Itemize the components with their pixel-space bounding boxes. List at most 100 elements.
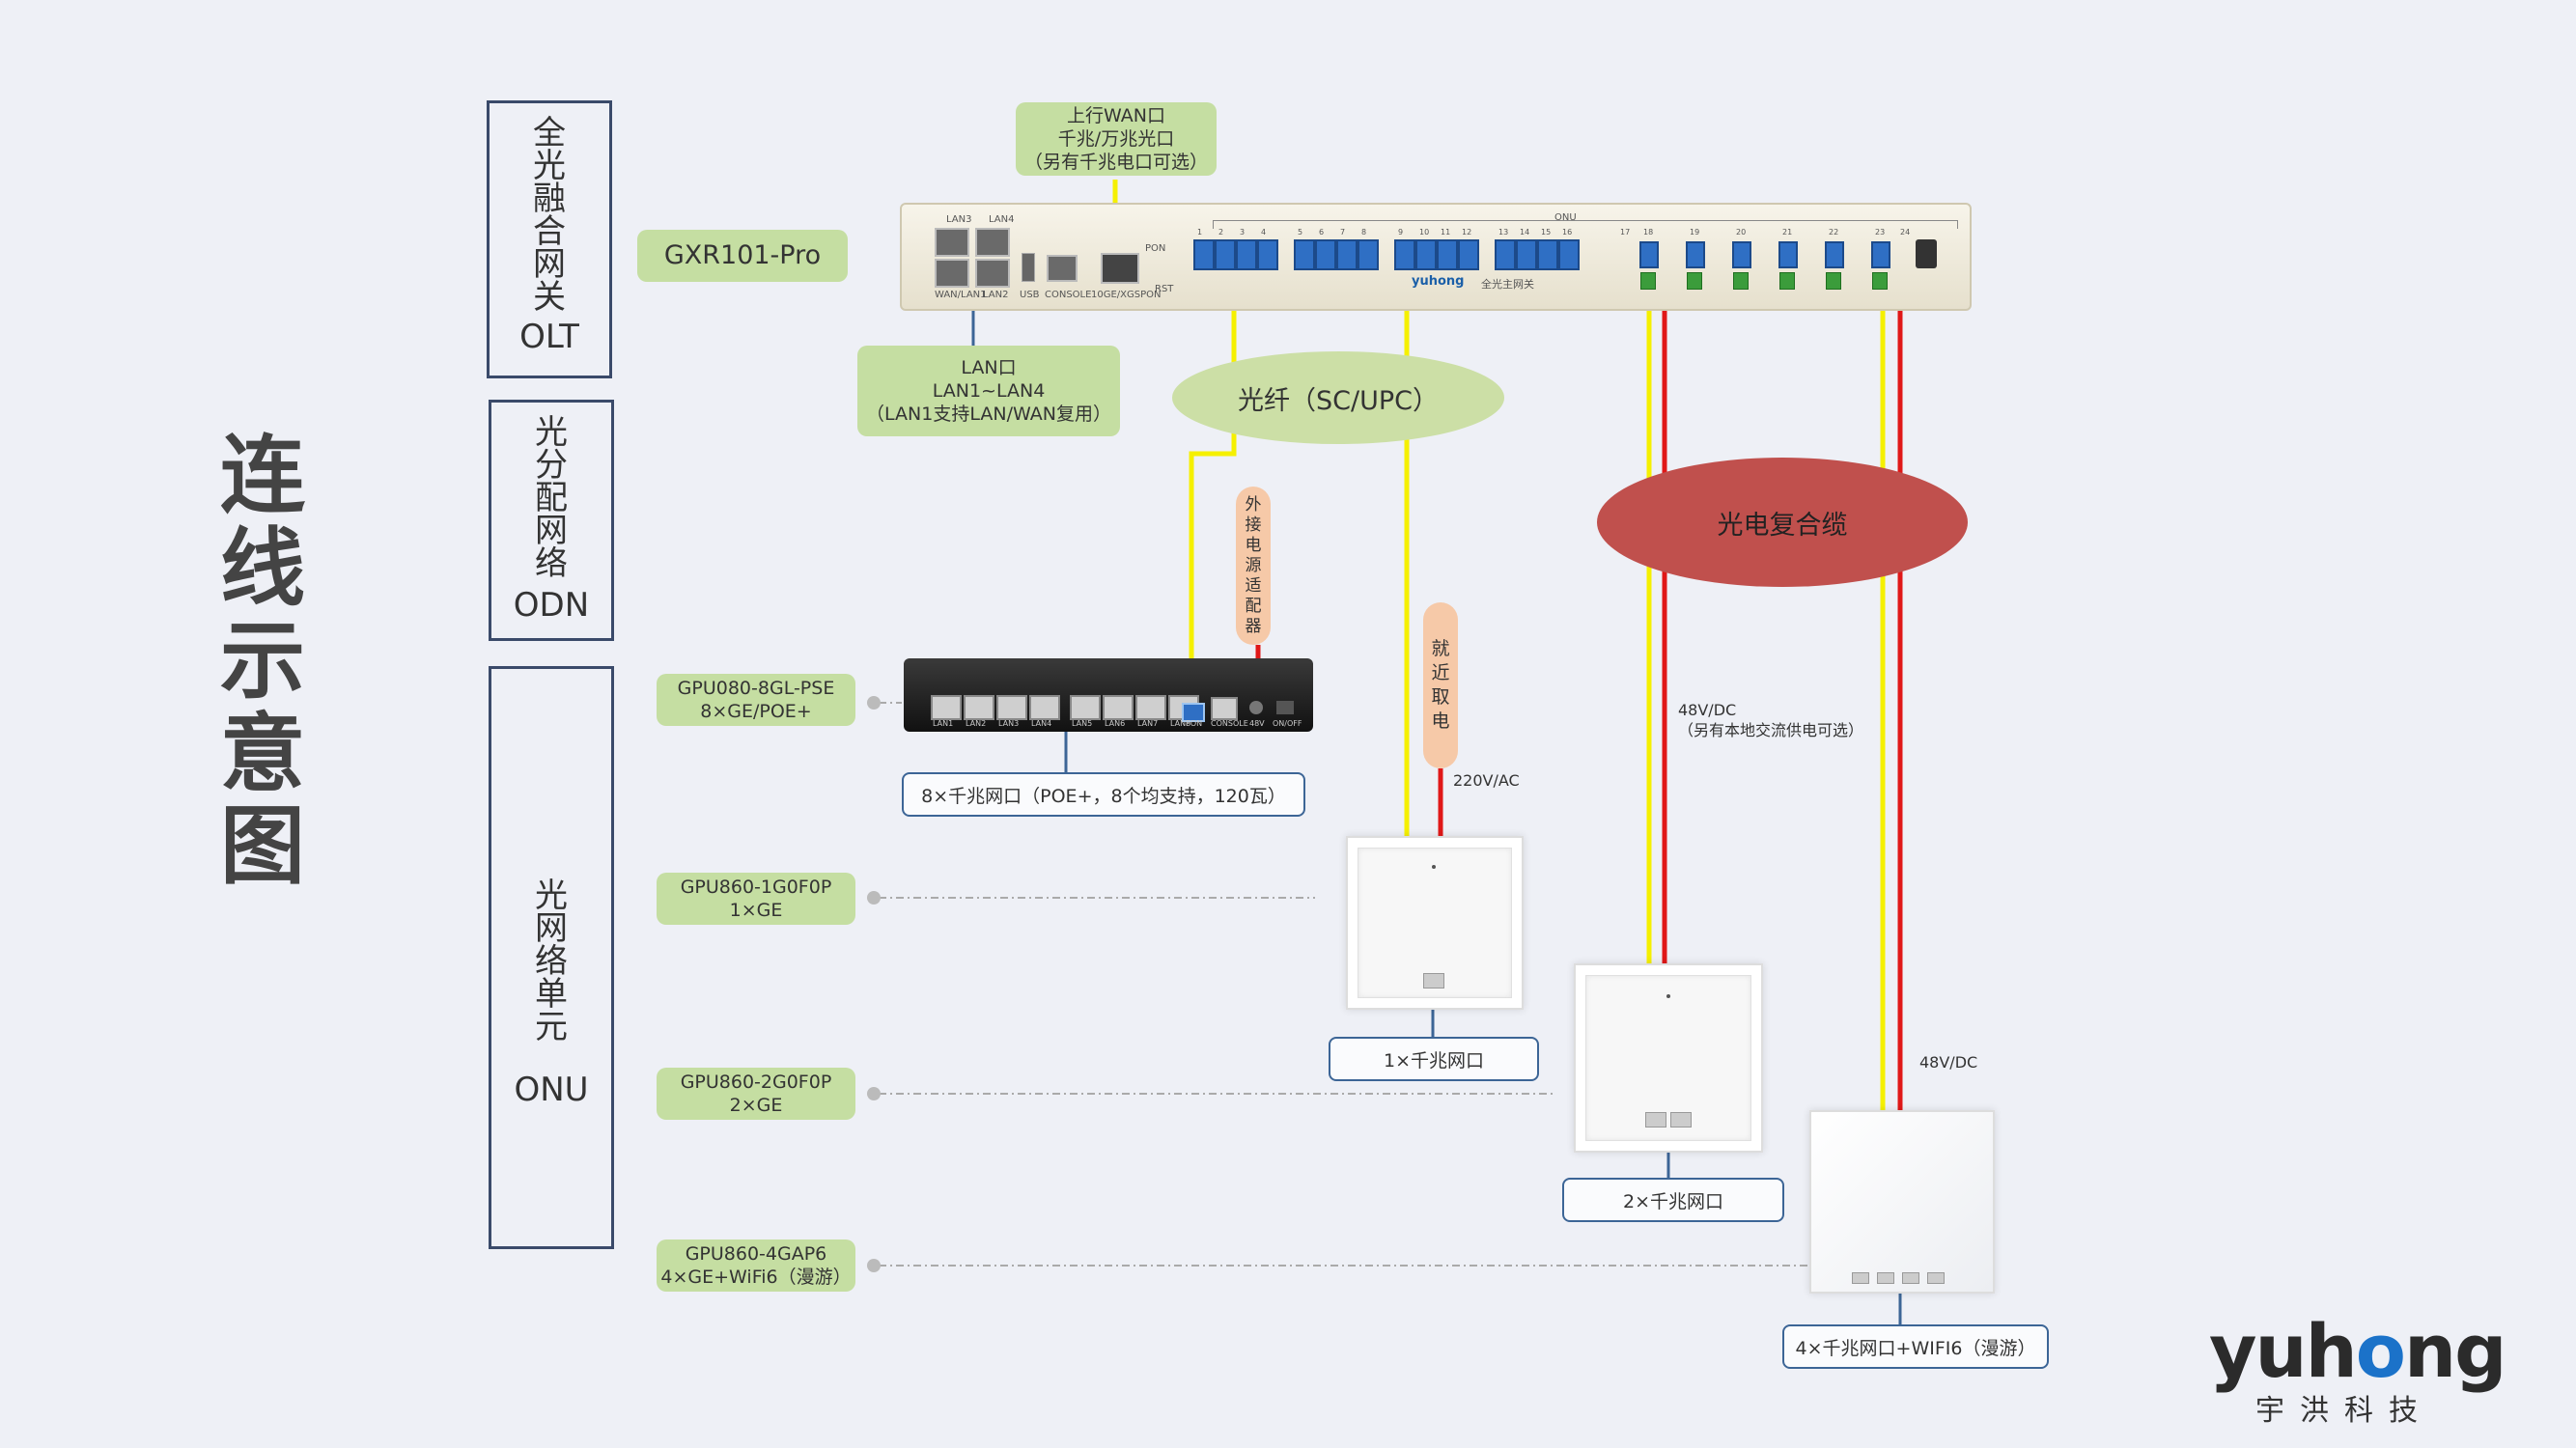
lan-callout-line: LAN1~LAN4 <box>932 380 1046 402</box>
switch-port-label: LAN3 <box>998 719 1020 728</box>
onu-wifi6-port-desc: 4×千兆网口+WIFI6（漫游） <box>1782 1324 2049 1369</box>
onu-2g-port-desc: 2×千兆网口 <box>1562 1178 1784 1222</box>
fiber-label: 光纤（SC/UPC） <box>1238 385 1439 416</box>
section-odn: 光 分 配 网 络 ODN <box>489 400 614 641</box>
section-char: 配 <box>535 479 568 517</box>
uplink-callout-line: 千兆/万兆光口 <box>1057 128 1175 150</box>
port-label-usb: USB <box>1020 290 1040 300</box>
olt-port-number: 23 <box>1875 228 1886 237</box>
nearby-char: 取 <box>1431 686 1450 708</box>
lan-callout-line: （LAN1支持LAN/WAN复用） <box>866 404 1111 425</box>
power-connector <box>1826 272 1841 290</box>
sc-port <box>1193 239 1215 270</box>
olt-port-number: 15 <box>1541 228 1552 237</box>
onu-model-line: 2×GE <box>729 1095 783 1116</box>
onu-wifi6-lan-port <box>1902 1272 1919 1284</box>
composite-port <box>1825 241 1844 268</box>
olt-port-number: 5 <box>1298 228 1303 237</box>
nearby-char: 近 <box>1431 662 1450 683</box>
port-label-lan4: LAN4 <box>989 214 1015 225</box>
onu-1g-led <box>1432 865 1436 869</box>
composite-port <box>1686 241 1705 268</box>
adapter-char: 适 <box>1245 575 1262 596</box>
section-char: 单 <box>535 975 568 1014</box>
switch-port-label: CONSOLE <box>1211 719 1248 728</box>
olt-port-number: 11 <box>1441 228 1451 237</box>
section-char: 网 <box>535 512 568 550</box>
switch-port-label: LAN2 <box>966 719 987 728</box>
nearby-char: 电 <box>1431 710 1450 732</box>
onu-guide-dot <box>867 1259 881 1272</box>
dc-note-line: 48V/DC <box>1678 701 1737 719</box>
composite-port <box>1778 241 1798 268</box>
onu-2g-lan-port <box>1670 1112 1692 1128</box>
olt-port-number: 12 <box>1462 228 1472 237</box>
nearby-power-pill: 就 近 取 电 <box>1423 602 1458 768</box>
onu-wifi6-lan-port <box>1927 1272 1945 1284</box>
olt-product-line: 全光主网关 <box>1481 278 1534 291</box>
onu-2g-panel <box>1585 975 1751 1141</box>
adapter-char: 电 <box>1245 535 1262 555</box>
switch-power-button <box>1276 701 1294 714</box>
onu-1g-device <box>1346 836 1524 1010</box>
olt-port-number: 14 <box>1520 228 1530 237</box>
diagram-title: 连 线 示 意 图 <box>214 430 311 893</box>
switch-port-label: ON/OFF <box>1273 719 1302 728</box>
ac-power-note: 220V/AC <box>1453 771 1520 790</box>
section-char: 光 <box>535 877 568 915</box>
section-onu-code: ONU <box>514 1071 589 1109</box>
olt-port-number: 20 <box>1736 228 1747 237</box>
olt-port-number: 1 <box>1197 228 1203 237</box>
switch-dc-jack <box>1249 701 1263 714</box>
section-odn-chars: 光 分 配 网 络 <box>491 416 611 580</box>
gateway-model-tag: GXR101-Pro <box>637 230 848 282</box>
sc-port <box>1358 239 1379 270</box>
onu-wifi6-lan-port <box>1877 1272 1894 1284</box>
title-char: 意 <box>219 704 305 803</box>
uplink-callout: 上行WAN口 千兆/万兆光口 （另有千兆电口可选） <box>1016 102 1217 176</box>
onu-wifi6-port-desc-text: 4×千兆网口+WIFI6（漫游） <box>1795 1337 2036 1359</box>
sc-port <box>1294 239 1315 270</box>
onu-2g-device <box>1574 963 1763 1153</box>
olt-port-number: 8 <box>1361 228 1367 237</box>
logo-subtitle: 宇洪科技 <box>2255 1394 2433 1428</box>
olt-port-number: 9 <box>1398 228 1404 237</box>
switch-port-label: LAN6 <box>1105 719 1126 728</box>
sc-port <box>1394 239 1415 270</box>
port-label-rst: RST <box>1155 284 1174 294</box>
sc-port <box>1516 239 1537 270</box>
section-char: 络 <box>535 544 568 583</box>
section-char: 网 <box>533 245 566 284</box>
olt-port-number: 24 <box>1900 228 1911 237</box>
switch-port-label: 48V <box>1249 719 1265 728</box>
port-label-wan: WAN/LAN1 <box>935 290 987 300</box>
onu-model-line: GPU860-4GAP6 <box>685 1243 827 1265</box>
power-module <box>1916 239 1937 268</box>
switch-port-label: LAN4 <box>1031 719 1052 728</box>
logo-wordmark: yuhong <box>2209 1308 2507 1394</box>
switch-lan-port <box>964 695 994 720</box>
switch-pon-port <box>1182 703 1205 722</box>
power-connector <box>1733 272 1749 290</box>
switch-lan-port <box>1029 695 1060 720</box>
title-char: 示 <box>219 611 305 710</box>
olt-port-number: 4 <box>1261 228 1267 237</box>
section-olt-chars: 全 光 融 合 网 关 <box>490 117 609 314</box>
onu-switch-device: LAN1 LAN2 LAN3 LAN4 LAN5 LAN6 LAN7 LAN8 … <box>904 658 1313 732</box>
wan-lan1-port <box>935 259 969 288</box>
lan-callout: LAN口 LAN1~LAN4 （LAN1支持LAN/WAN复用） <box>857 346 1120 436</box>
composite-cable-label: 光电复合缆 <box>1717 510 1848 541</box>
onu-model-line: 1×GE <box>729 900 783 921</box>
composite-port <box>1732 241 1751 268</box>
switch-lan-port <box>1103 695 1134 720</box>
section-onu-chars: 光 网 络 单 元 <box>491 879 611 1044</box>
switch-lan-port <box>1070 695 1101 720</box>
olt-port-number: 21 <box>1782 228 1793 237</box>
olt-port-number: 19 <box>1690 228 1700 237</box>
nearby-char: 就 <box>1431 638 1450 659</box>
olt-port-number: 18 <box>1643 228 1654 237</box>
dc-power-note-2: 48V/DC <box>1919 1053 1978 1072</box>
section-char: 光 <box>535 413 568 452</box>
switch-port-label: LAN7 <box>1137 719 1159 728</box>
